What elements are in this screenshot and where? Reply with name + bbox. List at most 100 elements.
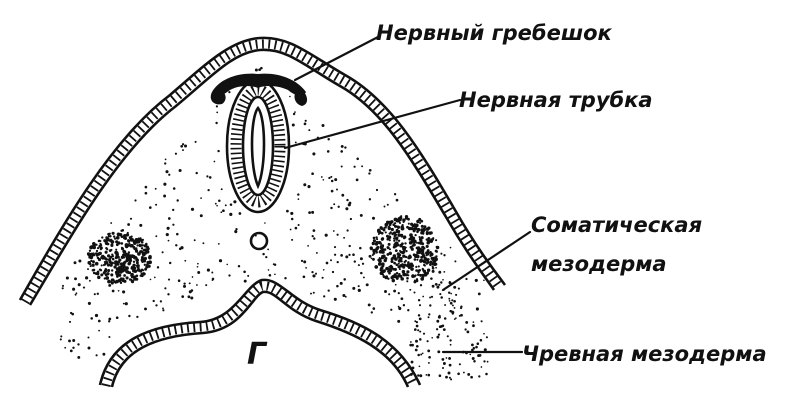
mesoderm-dot [128, 242, 130, 244]
mesoderm-dot [394, 218, 398, 222]
mesoderm-dot [393, 262, 396, 265]
stipple-dot [325, 234, 328, 237]
stipple-dot [162, 251, 164, 253]
mesoderm-dot [105, 276, 109, 280]
stipple-dot [216, 205, 218, 207]
mesoderm-dot [391, 228, 394, 231]
stipple-dot [443, 328, 446, 331]
mesoderm-dot [133, 257, 135, 259]
stipple-dot [316, 252, 318, 254]
mesoderm-dot [116, 236, 120, 240]
stipple-dot [244, 280, 247, 283]
mesoderm-dot [383, 229, 386, 232]
stipple-dot [440, 253, 442, 255]
stipple-dot [207, 189, 209, 191]
stipple-dot [438, 284, 440, 286]
stipple-dot [384, 206, 386, 208]
stipple-dot [182, 143, 184, 145]
stipple-dot [98, 330, 100, 332]
stipple-dot [175, 153, 177, 155]
label-somatic-mesoderm-line1: Соматическая [531, 213, 702, 237]
stipple-dot [397, 320, 400, 323]
mesoderm-dot [393, 240, 395, 242]
stipple-dot [327, 150, 330, 153]
mesoderm-dot [123, 264, 126, 267]
stipple-dot [154, 277, 156, 279]
mesoderm-dot [144, 264, 146, 266]
mesoderm-dot [400, 234, 403, 237]
mesoderm-dot [400, 225, 404, 229]
mesoderm-dot [379, 251, 381, 253]
stipple-dot [169, 262, 171, 264]
mesoderm-dot [381, 255, 384, 258]
stipple-dot [311, 211, 314, 214]
stipple-dot [481, 320, 483, 322]
stipple-dot [322, 277, 324, 279]
stipple-dot [483, 279, 485, 281]
stipple-dot [312, 274, 315, 277]
label-neural-crest: Нервный гребешок [376, 21, 613, 45]
stipple-dot [298, 224, 300, 226]
mesoderm-dot [405, 260, 407, 262]
stipple-dot [265, 256, 267, 258]
mesoderm-dot [391, 258, 393, 260]
stipple-dot [446, 357, 448, 359]
stipple-dot [260, 67, 263, 70]
stipple-dot [243, 271, 246, 274]
stipple-dot [448, 291, 450, 293]
stipple-dot [88, 337, 90, 339]
stipple-dot [442, 325, 445, 328]
mesoderm-dot [142, 253, 145, 256]
stipple-dot [419, 374, 422, 377]
mesoderm-dot [405, 215, 408, 218]
stipple-dot [229, 213, 232, 216]
stipple-dot [457, 372, 460, 375]
mesoderm-dot [407, 256, 411, 260]
stipple-dot [194, 239, 196, 241]
mesoderm-dot [114, 266, 116, 268]
stipple-dot [74, 261, 77, 264]
stipple-dot [181, 295, 184, 298]
stipple-dot [155, 304, 157, 306]
stipple-dot [455, 294, 457, 296]
stipple-dot [369, 255, 372, 258]
stipple-dot [273, 263, 275, 265]
stipple-dot [200, 197, 202, 199]
stipple-dot [420, 284, 422, 286]
stipple-dot [128, 315, 130, 317]
stipple-dot [422, 296, 424, 298]
mesoderm-dot [396, 278, 398, 280]
stipple-dot [321, 176, 323, 178]
mesoderm-dot [118, 258, 121, 261]
mesoderm-dot [398, 254, 401, 257]
stipple-dot [323, 269, 325, 271]
stipple-dot [166, 233, 169, 236]
stipple-dot [162, 309, 164, 311]
label-somatic-mesoderm-line2: мезодерма [531, 252, 667, 276]
label-neural-tube: Нервная трубка [459, 88, 653, 112]
stipple-dot [153, 300, 155, 302]
stipple-dot [322, 179, 324, 181]
stipple-dot [368, 303, 371, 306]
stipple-dot [483, 333, 485, 335]
mesoderm-dot [111, 240, 115, 244]
mesoderm-dot [416, 242, 418, 244]
mesoderm-dot [405, 273, 408, 276]
stipple-dot [206, 175, 208, 177]
mesoderm-dot [405, 250, 407, 252]
mesoderm-dot [135, 278, 138, 281]
mesoderm-dot [396, 272, 399, 275]
stipple-dot [448, 372, 451, 375]
stipple-dot [183, 285, 186, 288]
stipple-dot [410, 341, 412, 343]
stipple-dot [108, 336, 110, 338]
stipple-dot [441, 358, 444, 361]
mesoderm-dot [414, 227, 417, 230]
mesoderm-dot [406, 270, 409, 273]
stipple-dot [436, 286, 439, 289]
stipple-dot [411, 361, 414, 364]
mesoderm-dot [379, 231, 381, 233]
stipple-dot [74, 277, 77, 280]
stipple-dot [465, 321, 468, 324]
mesoderm-dot [113, 235, 115, 237]
